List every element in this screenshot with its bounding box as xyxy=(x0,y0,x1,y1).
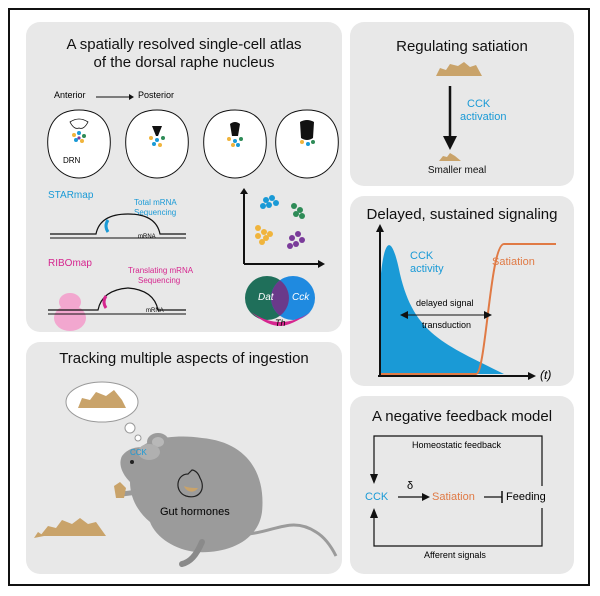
gut-hormones-label: Gut hormones xyxy=(160,506,230,518)
brain-sections xyxy=(47,109,339,179)
starmap-desc-line1: Total mRNA xyxy=(134,198,177,207)
brain-section-2 xyxy=(125,109,189,179)
feedback-panel: A negative feedback model Homeostatic fe… xyxy=(350,396,574,574)
venn-label-dat: Dat xyxy=(258,292,274,303)
feedback-loop-diagram xyxy=(370,435,543,547)
brain-section-1 xyxy=(47,109,111,179)
atlas-title-line1: A spatially resolved single-cell atlas xyxy=(66,36,302,53)
food-pile-ground xyxy=(40,518,106,536)
anterior-label: Anterior xyxy=(54,90,86,100)
starmap-mrna-label: mRNA xyxy=(138,234,156,240)
starmap-desc-line2: Sequencing xyxy=(134,208,177,217)
cluster-green xyxy=(291,203,305,219)
homeostatic-feedback-label: Homeostatic feedback xyxy=(412,440,502,450)
afferent-signals-label: Afferent signals xyxy=(424,550,486,560)
atlas-panel: A spatially resolved single-cell atlas o… xyxy=(26,22,342,332)
cluster-purple xyxy=(287,231,305,249)
ribomap-cell-diagram xyxy=(48,287,186,331)
signaling-curves xyxy=(376,224,556,380)
feedback-satiation-node: Satiation xyxy=(432,491,475,503)
starmap-cell-diagram xyxy=(50,213,186,239)
delayed-signal-label-line2: transduction xyxy=(422,320,472,330)
feedback-title: A negative feedback model xyxy=(371,408,553,425)
signaling-panel: Delayed, sustained signaling CCK activit… xyxy=(350,196,574,386)
signaling-title: Delayed, sustained signaling xyxy=(366,206,558,223)
cluster-yellow xyxy=(255,225,273,245)
food-pile-small xyxy=(439,153,461,161)
delta-label: δ xyxy=(407,480,414,492)
feedback-feeding-node: Feeding xyxy=(506,491,546,503)
venn-diagram xyxy=(245,276,315,326)
cck-activity-label-line1: CCK xyxy=(410,250,434,262)
ribomap-mrna-label: mRNA xyxy=(146,308,164,314)
satiation-panel: Regulating satiation CCK activation Smal… xyxy=(350,22,574,186)
cck-activity-label-line2: activity xyxy=(410,263,444,275)
feedback-cck-node: CCK xyxy=(365,491,389,503)
atlas-title-line2: of the dorsal raphe nucleus xyxy=(93,54,275,71)
ribomap-desc-line2: Sequencing xyxy=(138,276,181,285)
satiation-curve-label: Satiation xyxy=(492,256,535,268)
food-pile-large xyxy=(436,62,482,76)
brain-section-4 xyxy=(275,109,339,179)
delayed-signal-label-line1: delayed signal xyxy=(416,298,474,308)
time-axis-label: (t) xyxy=(540,368,552,382)
posterior-label: Posterior xyxy=(138,90,175,100)
cck-activation-label-line2: activation xyxy=(460,111,507,123)
drn-label: DRN xyxy=(63,156,81,165)
food-in-thought xyxy=(78,390,126,408)
stomach-icon xyxy=(177,469,203,498)
ribomap-desc-line1: Translating mRNA xyxy=(128,266,194,275)
brain-section-3 xyxy=(203,109,267,179)
brain-cck-label: CCK xyxy=(130,448,147,457)
satiation-title: Regulating satiation xyxy=(396,38,528,55)
venn-label-th: Th xyxy=(275,318,286,328)
mouse-illustration xyxy=(34,381,338,567)
anterior-posterior-arrow xyxy=(96,94,134,100)
cluster-blue xyxy=(260,195,279,209)
cck-activation-label-line1: CCK xyxy=(467,98,491,110)
cluster-scatter-plot xyxy=(240,188,325,268)
ingestion-title: Tracking multiple aspects of ingestion xyxy=(59,350,309,367)
venn-label-cck: Cck xyxy=(292,292,310,303)
smaller-meal-label: Smaller meal xyxy=(427,165,487,176)
down-arrow xyxy=(443,86,457,150)
starmap-label: STARmap xyxy=(48,190,94,201)
ingestion-panel: Tracking multiple aspects of ingestion C… xyxy=(26,342,342,574)
ribomap-label: RIBOmap xyxy=(48,258,92,269)
